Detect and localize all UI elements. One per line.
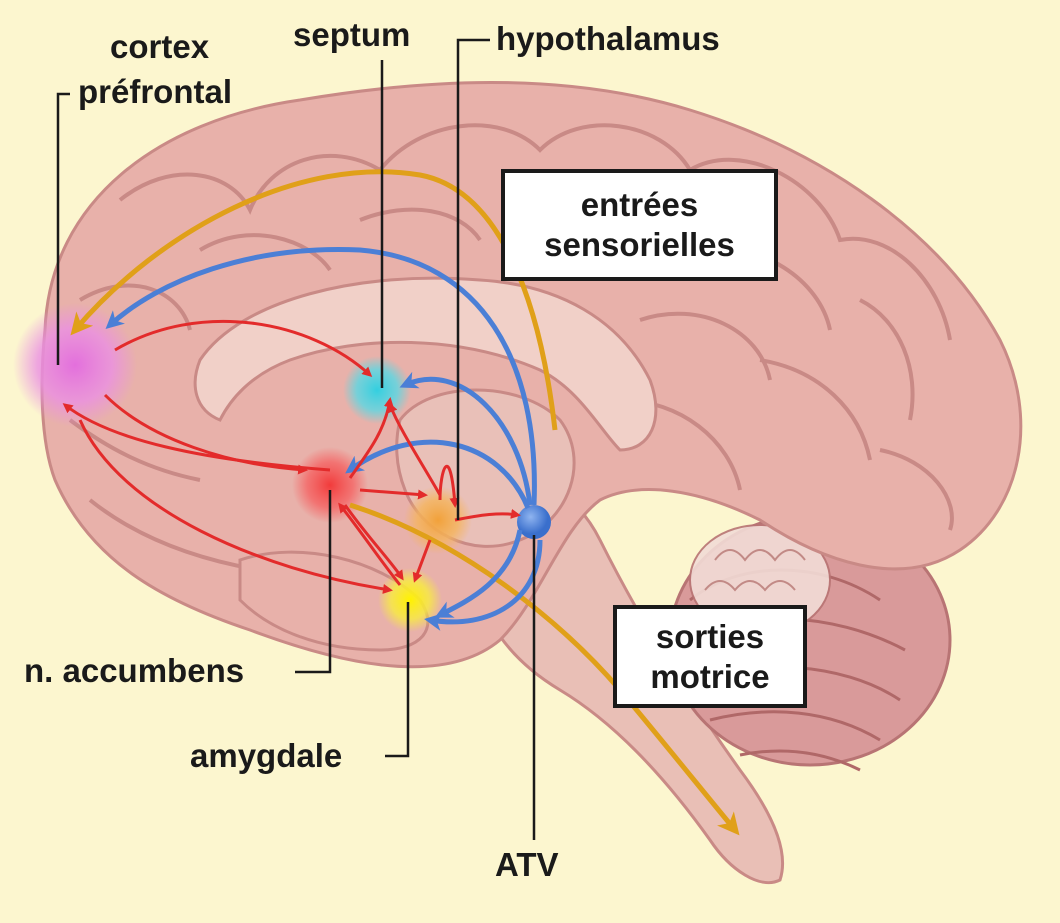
leader-lines: [56, 38, 536, 840]
region-atv: [517, 505, 551, 539]
orange-pathways: [70, 169, 740, 836]
leader-n-accumbens: [295, 490, 332, 674]
label-septum: septum: [293, 16, 411, 53]
label-entrees: entrées: [580, 186, 699, 223]
entrees-sensorielles-box: entrées sensorielles: [501, 169, 778, 281]
blue-pathway-atv-to-accumbens: [345, 439, 531, 509]
region-septum: [343, 356, 411, 424]
orange-pathway-sensory-to-pfc: [70, 169, 558, 431]
label-cortex-prefrontal-line2: préfrontal: [78, 73, 233, 110]
label-cortex-prefrontal: cortex: [110, 28, 210, 65]
label-sorties: sorties: [655, 617, 765, 655]
blue-pathway-atv-to-pfc: [105, 247, 537, 506]
label-motrice: motrice: [650, 657, 770, 695]
blue-pathway-atv-to-amygdale: [424, 539, 543, 631]
leader-cortex-prefrontal: [56, 92, 70, 365]
label-amygdale: amygdale: [190, 737, 343, 774]
blue-pathways: [105, 247, 543, 631]
leader-amygdale: [385, 602, 410, 758]
sorties-motrice-box: sorties motrice: [613, 605, 807, 708]
label-hypothalamus: hypothalamus: [496, 20, 720, 57]
label-atv: ATV: [495, 846, 559, 883]
label-sensorielles: sensorielles: [544, 226, 735, 263]
leader-hypothalamus: [456, 38, 490, 520]
blue-pathway-atv-to-septum: [399, 371, 533, 506]
blue-pathway-atv-to-amygdale-2: [434, 529, 523, 618]
orange-pathway-motor-output: [349, 502, 740, 836]
gyri: [68, 123, 954, 572]
red-pathways: [62, 319, 521, 594]
temporal-lobe: [238, 550, 430, 652]
label-n-accumbens: n. accumbens: [24, 652, 245, 689]
